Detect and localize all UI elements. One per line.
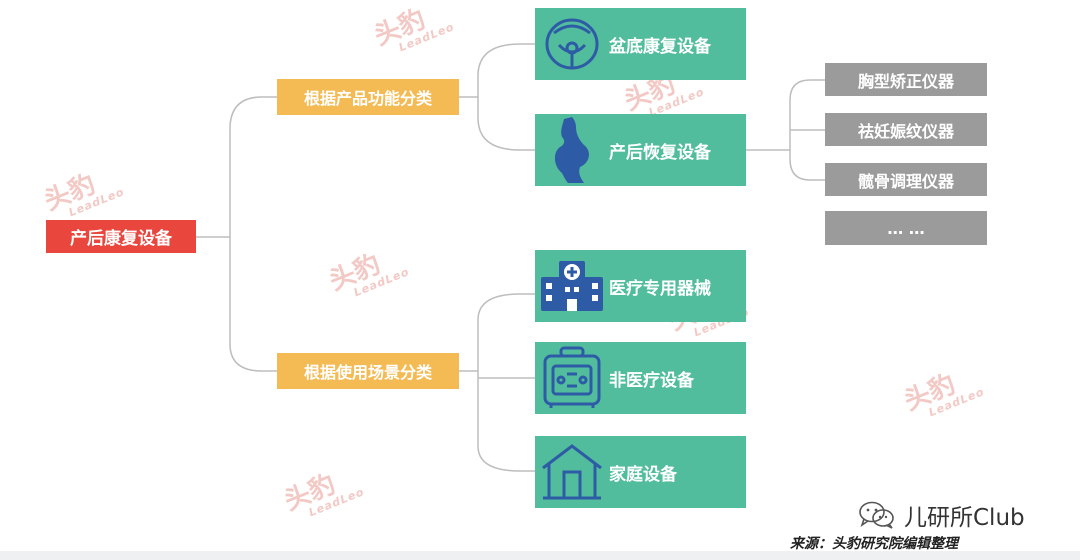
leaf-label: 胸型矫正仪器 — [857, 71, 954, 91]
device-non-medical: 非医疗设备 — [535, 342, 746, 414]
device-label: 医疗专用器械 — [609, 278, 711, 299]
device-pelvic-floor: 盆底康复设备 — [535, 8, 746, 80]
device-label: 盆底康复设备 — [609, 36, 711, 57]
device-label: 非医疗设备 — [609, 370, 694, 391]
root-label: 产后康复设备 — [70, 229, 172, 249]
device-label: 家庭设备 — [609, 464, 677, 485]
device-postpartum-recovery: 产后恢复设备 — [535, 114, 746, 186]
device-home: 家庭设备 — [535, 436, 746, 508]
pelvis-icon — [535, 8, 609, 80]
category-scenario: 根据使用场景分类 — [277, 353, 459, 389]
pregnant-woman-icon — [535, 114, 609, 186]
footer-bar — [0, 551, 1080, 560]
device-icon — [535, 342, 609, 414]
wechat-brand: 儿研所Club — [858, 498, 1025, 532]
hospital-icon — [535, 250, 609, 322]
leaf-item: … … — [825, 211, 987, 245]
wechat-icon — [859, 501, 894, 529]
device-label: 产后恢复设备 — [609, 142, 711, 163]
source-note: 来源：头豹研究院编辑整理 — [790, 536, 958, 552]
leaf-item: 髋骨调理仪器 — [825, 163, 987, 196]
brand-text: 儿研所Club — [904, 505, 1025, 531]
leaf-label: 髋骨调理仪器 — [857, 171, 954, 191]
category-function: 根据产品功能分类 — [277, 79, 459, 115]
category-label: 根据产品功能分类 — [303, 89, 432, 108]
leaf-item: 胸型矫正仪器 — [825, 63, 987, 96]
leaf-item: 祛妊娠纹仪器 — [825, 113, 987, 146]
house-icon — [535, 436, 609, 508]
leaf-label: 祛妊娠纹仪器 — [857, 121, 954, 141]
leaf-label: … … — [887, 218, 925, 238]
root-node: 产后康复设备 — [46, 220, 196, 253]
category-label: 根据使用场景分类 — [303, 363, 432, 382]
device-medical-equipment: 医疗专用器械 — [535, 250, 746, 322]
